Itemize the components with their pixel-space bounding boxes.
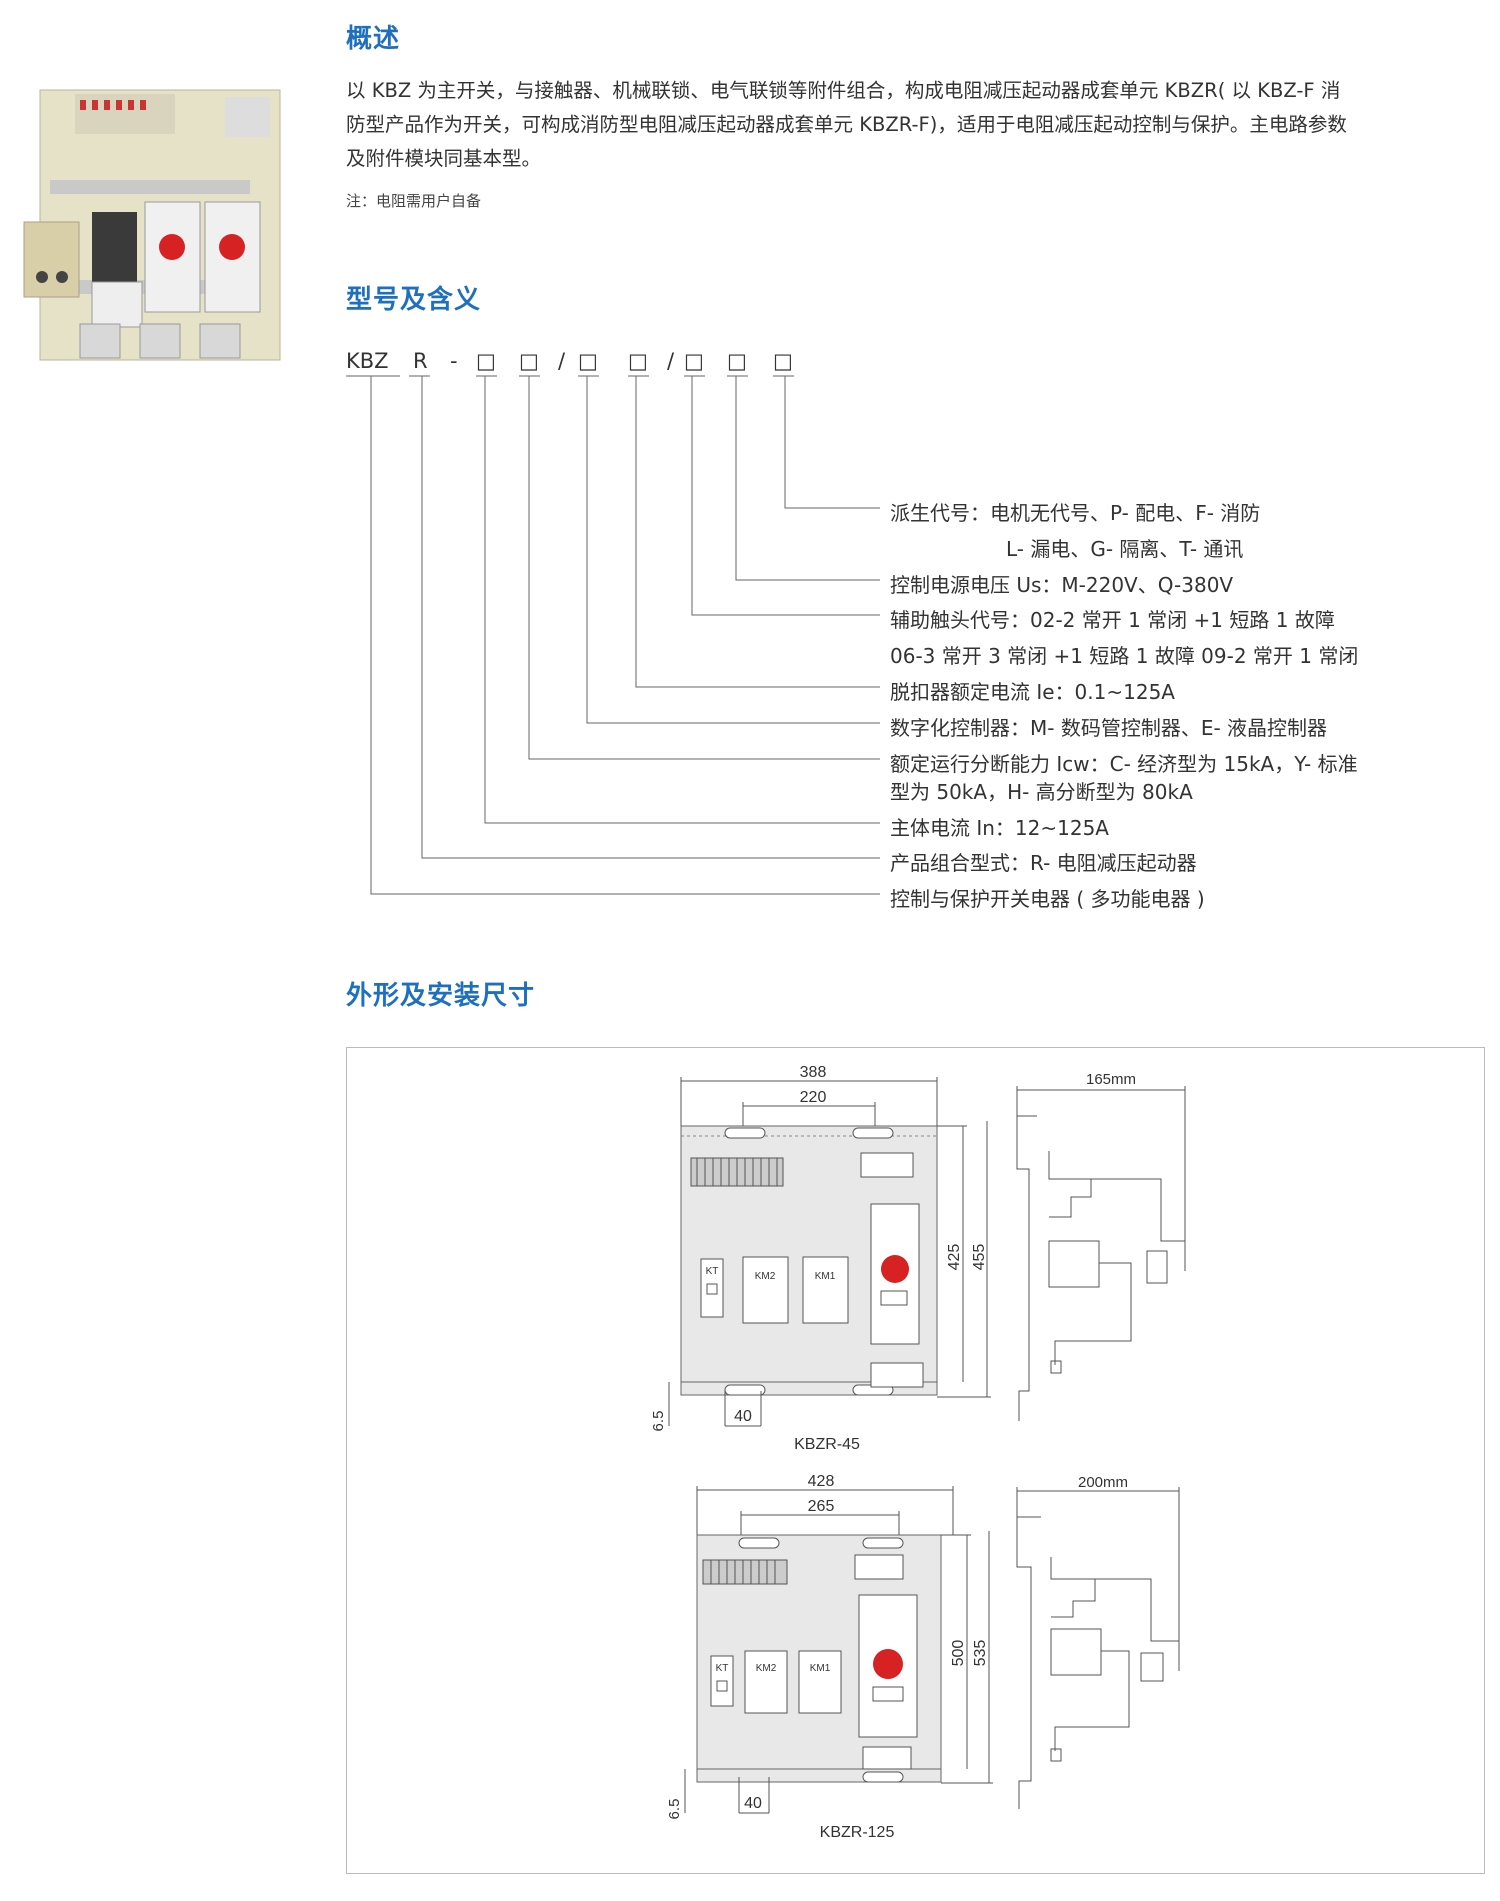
code-box-1: □ (476, 349, 496, 373)
dim-height-outer-125: 535 (972, 1640, 989, 1667)
model-code-tree-lines (346, 375, 880, 895)
code-box-3: □ (578, 349, 598, 373)
desc-aux-contact: 辅助触头代号：02-2 常开 1 常闭 +1 短路 1 故障 (890, 608, 1335, 632)
overview-note: 注：电阻需用户自备 (346, 192, 482, 210)
code-prefix: KBZ (346, 349, 389, 373)
product-photo (23, 89, 281, 361)
label-kt-bottom: KT (716, 1663, 729, 1674)
dim-height-inner-125: 500 (950, 1640, 967, 1667)
dimension-drawing-frame: 388 220 KT K (346, 1047, 1485, 1874)
desc-trip-current: 脱扣器额定电流 Ie：0.1~125A (890, 680, 1175, 704)
drawing-kbzr-125: 428 265 KT KM2 KM1 (666, 1473, 1180, 1841)
dim-height-outer: 455 (971, 1244, 988, 1271)
dim-bottom: 40 (734, 1408, 752, 1425)
desc-aux-contact-cont: 06-3 常开 3 常闭 +1 短路 1 故障 09-2 常开 1 常闭 (890, 644, 1359, 668)
desc-breaking-capacity-cont: 型为 50kA，H- 高分断型为 80kA (890, 780, 1193, 804)
label-km1-bottom: KM1 (810, 1663, 831, 1674)
overview-line-1: 以 KBZ 为主开关，与接触器、机械联锁、电气联锁等附件组合，构成电阻减压起动器… (346, 79, 1341, 102)
code-box-7: □ (773, 349, 793, 373)
overview-line-3: 及附件模块同基本型。 (346, 147, 542, 170)
caption-kbzr-45: KBZR-45 (794, 1436, 860, 1453)
code-box-6: □ (727, 349, 747, 373)
drawing-kbzr-45: 388 220 KT K (650, 1064, 1186, 1453)
desc-breaking-capacity: 额定运行分断能力 Icw：C- 经济型为 15kA，Y- 标准 (890, 752, 1358, 776)
model-title: 型号及含义 (346, 285, 482, 315)
dim-width-outer: 388 (800, 1064, 827, 1081)
code-slash-2: / (667, 349, 675, 373)
dim-offset-125: 6.5 (666, 1799, 683, 1820)
desc-combination-type: 产品组合型式：R- 电阻减压起动器 (890, 851, 1197, 875)
dim-bottom-125: 40 (744, 1795, 762, 1812)
label-km2-top: KM2 (755, 1271, 776, 1282)
code-box-2: □ (519, 349, 539, 373)
dim-width-inner-125: 265 (808, 1498, 835, 1515)
dimension-title: 外形及安装尺寸 (346, 981, 536, 1011)
desc-derivative: 派生代号：电机无代号、P- 配电、F- 消防 (890, 501, 1261, 525)
label-km1-top: KM1 (815, 1271, 836, 1282)
dim-width-outer-125: 428 (808, 1473, 835, 1490)
dim-offset: 6.5 (650, 1411, 667, 1432)
label-kt-top: KT (706, 1266, 719, 1277)
overview-line-2: 防型产品作为开关，可构成消防型电阻减压起动器成套单元 KBZR-F)，适用于电阻… (346, 113, 1347, 136)
desc-derivative-cont: L- 漏电、G- 隔离、T- 通讯 (1006, 537, 1244, 561)
code-r: R (413, 349, 428, 373)
overview-title: 概述 (346, 24, 401, 54)
dimension-drawings: 388 220 KT K (650, 1064, 1186, 1841)
code-dash: - (450, 349, 458, 373)
dim-height-inner: 425 (946, 1244, 963, 1271)
caption-kbzr-125: KBZR-125 (820, 1824, 895, 1841)
desc-device-type: 控制与保护开关电器 ( 多功能电器 ) (890, 887, 1205, 911)
dim-depth-125: 200mm (1078, 1474, 1128, 1491)
dim-depth: 165mm (1086, 1071, 1136, 1088)
label-km2-bottom: KM2 (756, 1663, 777, 1674)
desc-digital-controller: 数字化控制器：M- 数码管控制器、E- 液晶控制器 (890, 716, 1328, 740)
overview-paragraph: 以 KBZ 为主开关，与接触器、机械联锁、电气联锁等附件组合，构成电阻减压起动器… (346, 74, 1488, 176)
code-box-4: □ (628, 349, 648, 373)
code-box-5: □ (684, 349, 704, 373)
dim-width-inner: 220 (800, 1089, 827, 1106)
desc-control-voltage: 控制电源电压 Us：M-220V、Q-380V (890, 573, 1234, 597)
desc-main-current: 主体电流 In：12~125A (890, 816, 1109, 840)
code-slash-1: / (558, 349, 566, 373)
